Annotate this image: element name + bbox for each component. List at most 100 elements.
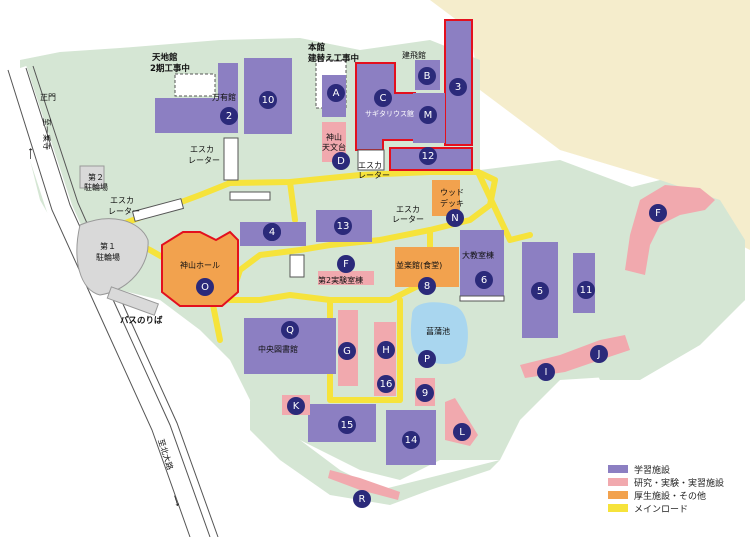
label-central-library: 中央図書館 <box>258 344 298 354</box>
marker-circle <box>418 350 436 368</box>
label-escalator-2b: レーター <box>358 171 390 180</box>
campus-area-south <box>250 400 500 505</box>
marker-13: 13 <box>334 217 352 235</box>
marker-label: L <box>459 427 465 438</box>
marker-O: O <box>196 278 214 296</box>
label-parking2-1: 第２ <box>88 172 104 182</box>
marker-5: 5 <box>531 282 549 300</box>
label-honkan-2: 建替え工事中 <box>307 53 359 64</box>
marker-circle <box>418 67 436 85</box>
marker-G: G <box>338 342 356 360</box>
marker-circle <box>263 223 281 241</box>
marker-label: 11 <box>580 285 593 296</box>
building-2-wing <box>155 98 220 133</box>
marker-F: F <box>649 204 667 222</box>
marker-L: L <box>453 423 471 441</box>
legend-swatch <box>608 465 628 473</box>
escalators <box>131 137 505 302</box>
marker-label: 15 <box>341 420 354 431</box>
label-kamiyama-hall: 神山ホール <box>180 260 220 270</box>
marker-label: 5 <box>537 286 543 297</box>
marker-label: 13 <box>337 221 350 232</box>
label-escalator-1a: エスカ <box>190 145 214 154</box>
bus-stop-area <box>106 286 160 316</box>
marker-label: M <box>424 110 433 121</box>
west-road-edge <box>7 69 191 537</box>
marker-label: Q <box>286 325 294 336</box>
marker-P: P <box>418 350 436 368</box>
marker-circle <box>332 152 350 170</box>
marker-15: 15 <box>338 416 356 434</box>
label-escalator-3b: レーター <box>392 215 424 224</box>
marker-circle <box>537 363 555 381</box>
marker-label: 16 <box>380 379 393 390</box>
construction-tenchi <box>174 73 216 97</box>
building-O-kamiyama-hall <box>161 230 239 307</box>
stairs-2 <box>289 254 305 278</box>
marker-10: 10 <box>259 91 277 109</box>
marker-circle <box>418 277 436 295</box>
marker-B: B <box>418 67 436 85</box>
marker-K: K <box>287 397 305 415</box>
marker-4: 4 <box>263 223 281 241</box>
marker-label: 4 <box>269 227 275 238</box>
building-F-lab2 <box>318 271 374 285</box>
label-to-ichijoji: 至一乗寺 <box>42 118 52 150</box>
marker-circle <box>377 375 395 393</box>
marker-label: R <box>359 494 366 505</box>
marker-circle <box>419 106 437 124</box>
marker-R: R <box>353 490 371 508</box>
marker-label: A <box>333 88 340 99</box>
building-markers: ABCM312210DNE413FF51168OQGH16P9IJK1514LR <box>196 67 667 508</box>
label-seimon: 正門 <box>40 93 56 102</box>
label-lecture-building: 大教室棟 <box>462 250 494 260</box>
west-road <box>1 65 213 537</box>
marker-label: I <box>545 367 548 378</box>
parking-1 <box>76 218 149 296</box>
marker-label: G <box>343 346 351 357</box>
marker-label: O <box>201 282 209 293</box>
marker-circle <box>446 209 464 227</box>
label-manyukan: 万有館 <box>212 92 236 102</box>
marker-circle <box>353 490 371 508</box>
label-sagittarius: サギタリウス館 <box>365 109 414 118</box>
marker-H: H <box>377 341 395 359</box>
marker-label: 10 <box>262 95 275 106</box>
marker-label: H <box>382 345 390 356</box>
marker-circle <box>475 271 493 289</box>
marker-circle <box>453 423 471 441</box>
legend-swatch <box>608 478 628 486</box>
marker-circle <box>337 255 355 273</box>
marker-C: C <box>374 89 392 107</box>
label-dining: 並楽館(食堂) <box>396 260 442 270</box>
stairs-3 <box>459 295 505 302</box>
arrow-to-ichijoji: ⟵ <box>26 148 35 160</box>
label-observatory-1: 神山 <box>326 132 342 142</box>
marker-label: F <box>655 208 661 219</box>
label-honkan: 本館 <box>308 42 326 53</box>
marker-label: 3 <box>455 82 461 93</box>
marker-label: N <box>451 213 458 224</box>
marker-I: I <box>537 363 555 381</box>
marker-circle <box>334 217 352 235</box>
escalator-2 <box>357 149 385 171</box>
marker-11: 11 <box>577 281 595 299</box>
west-road-edge-3 <box>32 65 219 537</box>
marker-circle <box>327 84 345 102</box>
marker-label: F <box>343 259 349 270</box>
marker-circle <box>402 431 420 449</box>
marker-circle <box>196 278 214 296</box>
marker-label: B <box>424 71 431 82</box>
label-kenseikan: 建飛館 <box>402 50 426 60</box>
label-shobu-pond: 菖蒲池 <box>426 326 450 336</box>
legend-label: 学習施設 <box>634 464 670 476</box>
label-observatory-2: 天文台 <box>322 142 346 152</box>
label-escalator-4a: エスカ <box>110 196 134 205</box>
marker-12: 12 <box>419 147 437 165</box>
marker-circle <box>220 107 238 125</box>
label-parking2-2: 駐輪場 <box>84 182 108 192</box>
marker-circle <box>377 341 395 359</box>
marker-8: 8 <box>418 277 436 295</box>
